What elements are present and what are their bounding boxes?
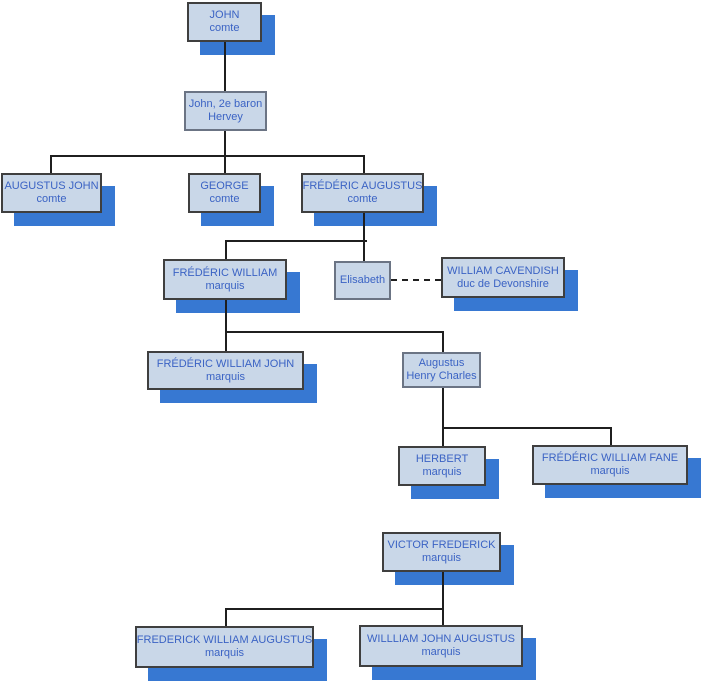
connector-line — [225, 331, 227, 351]
tree-node-frederick-william-augustus[interactable]: FREDERICK WILLIAM AUGUSTUS marquis — [135, 626, 314, 668]
connector-line — [442, 427, 444, 446]
node-person-title: comte — [36, 193, 67, 205]
connector-line — [225, 300, 227, 331]
connector-line — [225, 240, 227, 259]
node-person-title: marquis — [421, 552, 462, 564]
tree-node-frederic-william[interactable]: FRÉDÉRIC WILLIAM marquis — [163, 259, 287, 300]
node-person-name: VICTOR FREDERICK — [387, 539, 496, 551]
connector-line — [225, 608, 444, 610]
tree-node-john[interactable]: JOHN comte — [187, 2, 262, 42]
node-person-title: Henry Charles — [406, 370, 477, 382]
tree-node-frederic-william-john[interactable]: FRÉDÉRIC WILLIAM JOHN marquis — [147, 351, 304, 390]
tree-node-augustus-john[interactable]: AUGUSTUS JOHN comte — [1, 173, 102, 213]
node-person-name: FRÉDÉRIC WILLIAM FANE — [541, 452, 679, 464]
node-person-name: FREDERICK WILLIAM AUGUSTUS — [136, 634, 313, 646]
node-person-title: marquis — [205, 279, 245, 292]
node-person-title: comte — [347, 193, 378, 205]
node-person-name: FRÉDÉRIC WILLIAM — [172, 266, 278, 279]
connector-line — [363, 240, 365, 261]
node-person-name: John, 2e baron — [188, 98, 263, 110]
connector-line — [50, 155, 365, 157]
connector-line — [225, 240, 367, 242]
connector-line — [610, 427, 612, 445]
node-person-name: Elisabeth — [339, 274, 386, 286]
tree-node-willliam-john-augustus[interactable]: WILLLIAM JOHN AUGUSTUS marquis — [359, 625, 523, 667]
node-person-name: WILLIAM CAVENDISH — [447, 264, 559, 277]
tree-node-elisabeth[interactable]: Elisabeth — [334, 261, 391, 300]
tree-node-frederic-william-fane[interactable]: FRÉDÉRIC WILLIAM FANE marquis — [532, 445, 688, 485]
tree-node-frederic-augustus[interactable]: FRÉDÉRIC AUGUSTUS comte — [301, 173, 424, 213]
connector-line — [442, 388, 444, 427]
node-person-title: marquis — [204, 647, 245, 659]
node-person-title: marquis — [421, 646, 461, 658]
node-person-title: marquis — [422, 466, 462, 478]
tree-node-george[interactable]: GEORGE comte — [188, 173, 261, 213]
node-person-title: marquis — [205, 370, 246, 383]
node-person-title: duc de Devonshire — [457, 277, 549, 290]
node-person-title: marquis — [590, 465, 630, 477]
tree-node-augustus-henry-charles[interactable]: Augustus Henry Charles — [402, 352, 481, 388]
connector-line — [442, 427, 612, 429]
node-person-title: comte — [209, 22, 240, 34]
connector-line — [50, 155, 52, 173]
tree-node-william-cavendish[interactable]: WILLIAM CAVENDISH duc de Devonshire — [441, 257, 565, 298]
connector-line — [225, 608, 227, 626]
node-person-name: FRÉDÉRIC WILLIAM JOHN — [156, 357, 295, 370]
connector-line — [442, 572, 444, 608]
node-person-name: AUGUSTUS JOHN — [4, 180, 99, 192]
connector-line — [442, 331, 444, 352]
connector-line — [224, 155, 226, 173]
connector-line — [442, 608, 444, 625]
tree-node-john-2e-baron-hervey[interactable]: John, 2e baron Hervey — [184, 91, 267, 131]
node-person-name: GEORGE — [200, 180, 249, 192]
connector-line — [363, 213, 365, 240]
connector-line — [363, 155, 365, 173]
tree-node-victor-frederick[interactable]: VICTOR FREDERICK marquis — [382, 532, 501, 572]
node-person-name: FRÉDÉRIC AUGUSTUS — [302, 180, 423, 192]
node-person-title: comte — [209, 193, 240, 205]
connector-line — [225, 331, 444, 333]
node-person-name: Augustus — [418, 357, 465, 369]
connector-line — [224, 131, 226, 155]
marriage-dashed-connector — [391, 279, 441, 281]
node-person-title: Hervey — [208, 111, 243, 123]
tree-node-herbert[interactable]: HERBERT marquis — [398, 446, 486, 486]
node-person-name: WILLLIAM JOHN AUGUSTUS — [367, 633, 515, 645]
node-person-name: HERBERT — [415, 453, 469, 465]
node-person-name: JOHN — [209, 9, 240, 21]
connector-line — [224, 42, 226, 91]
